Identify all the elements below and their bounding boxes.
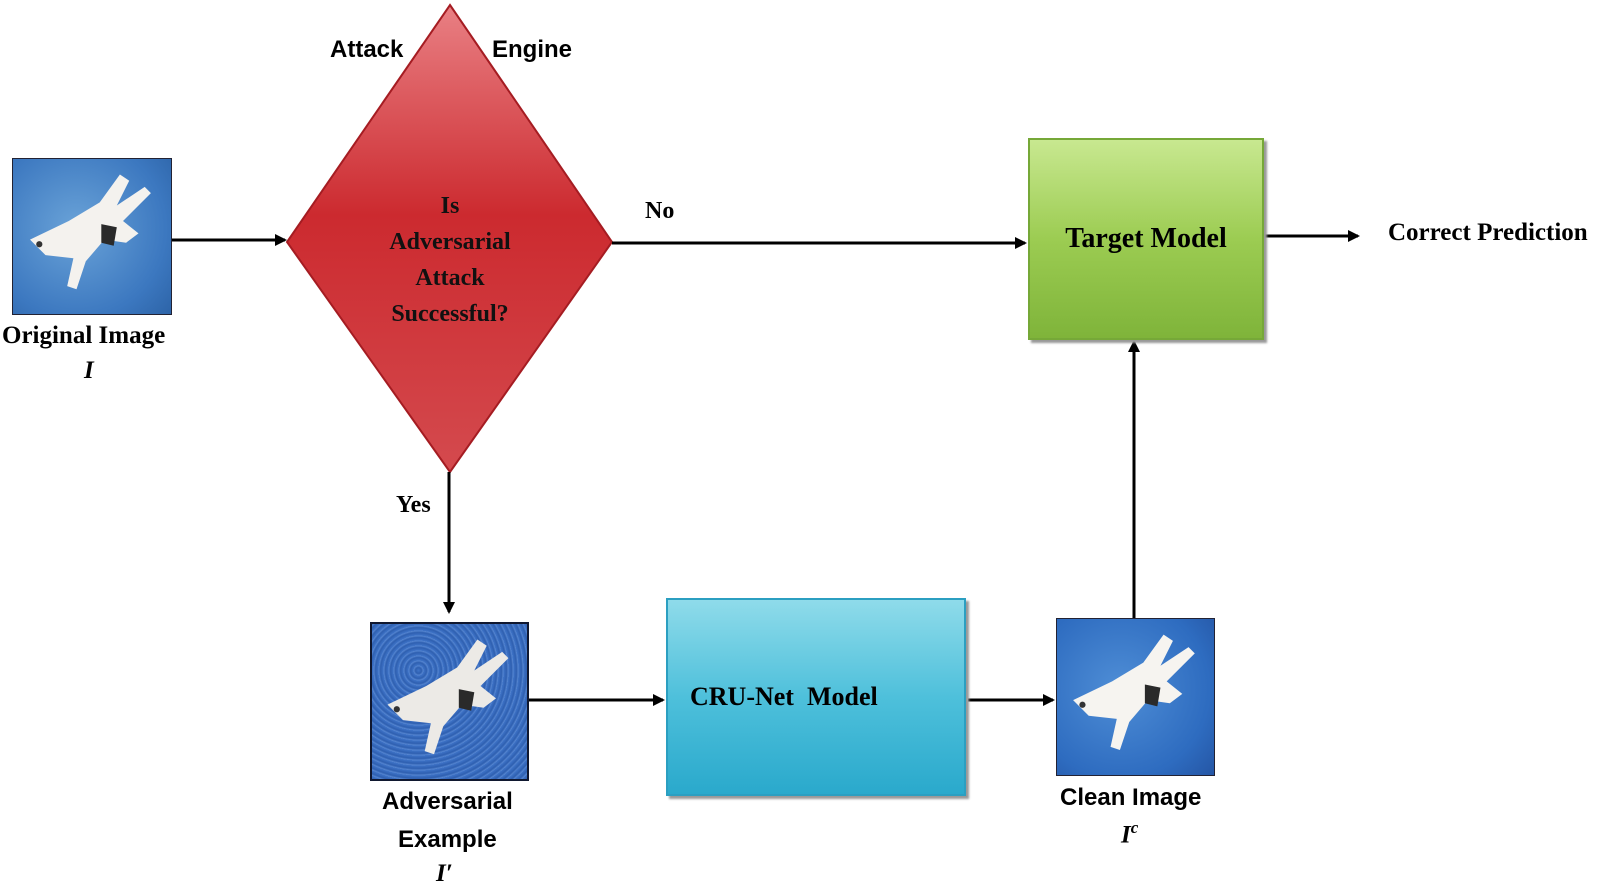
engine-label: Engine (492, 36, 573, 63)
target-model-label: Target Model (1065, 223, 1227, 254)
airplane-thumbnail-icon (12, 158, 172, 315)
decision-line-2: Adversarial (389, 229, 511, 255)
yes-label: Yes (396, 492, 431, 518)
attack-label: Attack (330, 36, 404, 63)
no-label: No (645, 198, 675, 224)
clean-airplane-thumbnail-icon (1056, 618, 1215, 776)
clean-image-label: Clean Image (1060, 784, 1202, 811)
clean-image-symbol: Ic (1121, 818, 1138, 849)
adversarial-example-label-line1: Adversarial (382, 788, 513, 815)
decision-line-4: Successful? (391, 301, 509, 327)
decision-line-3: Attack (415, 265, 485, 291)
clean-image-symbol-base: I (1121, 821, 1131, 849)
original-image-symbol: I (84, 357, 94, 384)
target-model-box: Target Model (1028, 138, 1264, 340)
decision-line-1: Is (440, 193, 460, 219)
original-image-label: Original Image (2, 322, 166, 349)
decision-question: Is Adversarial Attack Successful? (360, 188, 540, 332)
adversarial-example-symbol: I′ (436, 860, 453, 887)
crunet-model-label: CRU-Net Model (690, 682, 878, 711)
clean-image-symbol-superscript: c (1130, 818, 1139, 837)
crunet-model-box: CRU-Net Model (666, 598, 966, 796)
adversarial-example-label-line2: Example (398, 826, 497, 853)
noisy-airplane-thumbnail-icon (370, 622, 529, 781)
correct-prediction-label: Correct Prediction (1388, 219, 1588, 246)
